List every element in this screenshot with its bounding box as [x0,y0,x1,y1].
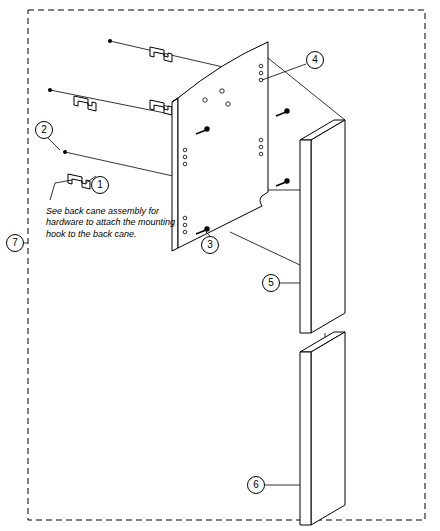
callout-circle: 3 [201,236,219,254]
screws [196,109,289,234]
callout-number: 7 [12,238,18,248]
callout-number: 6 [253,480,259,490]
callout-circle: 6 [247,476,265,494]
callout-number: 2 [41,125,47,135]
note-text: See back cane assembly for hardware to a… [46,206,196,240]
mounting-hooks [68,47,172,189]
assembly-border [28,10,425,520]
callout-circle: 1 [91,176,109,194]
back-cushion [300,120,345,333]
screw-dots [48,39,112,154]
callout-circle: 5 [262,274,280,292]
leader-lines [24,64,306,485]
back-plate [172,42,268,251]
callout-circle: 2 [35,121,53,139]
callout-number: 5 [268,278,274,288]
callout-number: 3 [207,240,213,250]
callout-circle: 7 [6,234,24,252]
callout-number: 4 [312,55,318,65]
explode-lines [50,41,345,352]
callout-number: 1 [97,180,103,190]
callout-circle: 4 [306,51,324,69]
seat-cushion [300,332,345,525]
